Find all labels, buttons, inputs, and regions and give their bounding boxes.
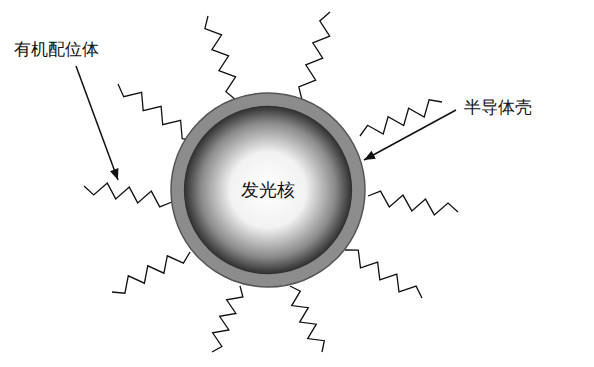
ligand-label: 有机配位体: [12, 38, 101, 61]
ligand-chain: [368, 191, 458, 215]
arrow-head: [110, 168, 118, 180]
ligand-chain: [118, 84, 196, 140]
core-label: 发光核: [241, 178, 295, 202]
leader-line: [76, 66, 118, 180]
leader-line: [364, 110, 456, 160]
core-fill: [184, 106, 352, 274]
ligand-chain: [345, 250, 422, 298]
ligand-chain: [84, 183, 172, 207]
luminescent-core: 发光核: [183, 105, 353, 275]
shell-label: 半导体壳: [462, 96, 534, 119]
organic-ligands: [84, 12, 458, 352]
semiconductor-shell: [171, 93, 365, 287]
ligand-chain: [212, 286, 243, 352]
ligand-chain: [112, 252, 190, 293]
ligand-chain: [290, 286, 324, 352]
ligand-chain: [299, 12, 330, 100]
ligand-chain: [360, 100, 442, 136]
arrow-head: [364, 151, 376, 160]
ligand-chain: [205, 16, 236, 100]
